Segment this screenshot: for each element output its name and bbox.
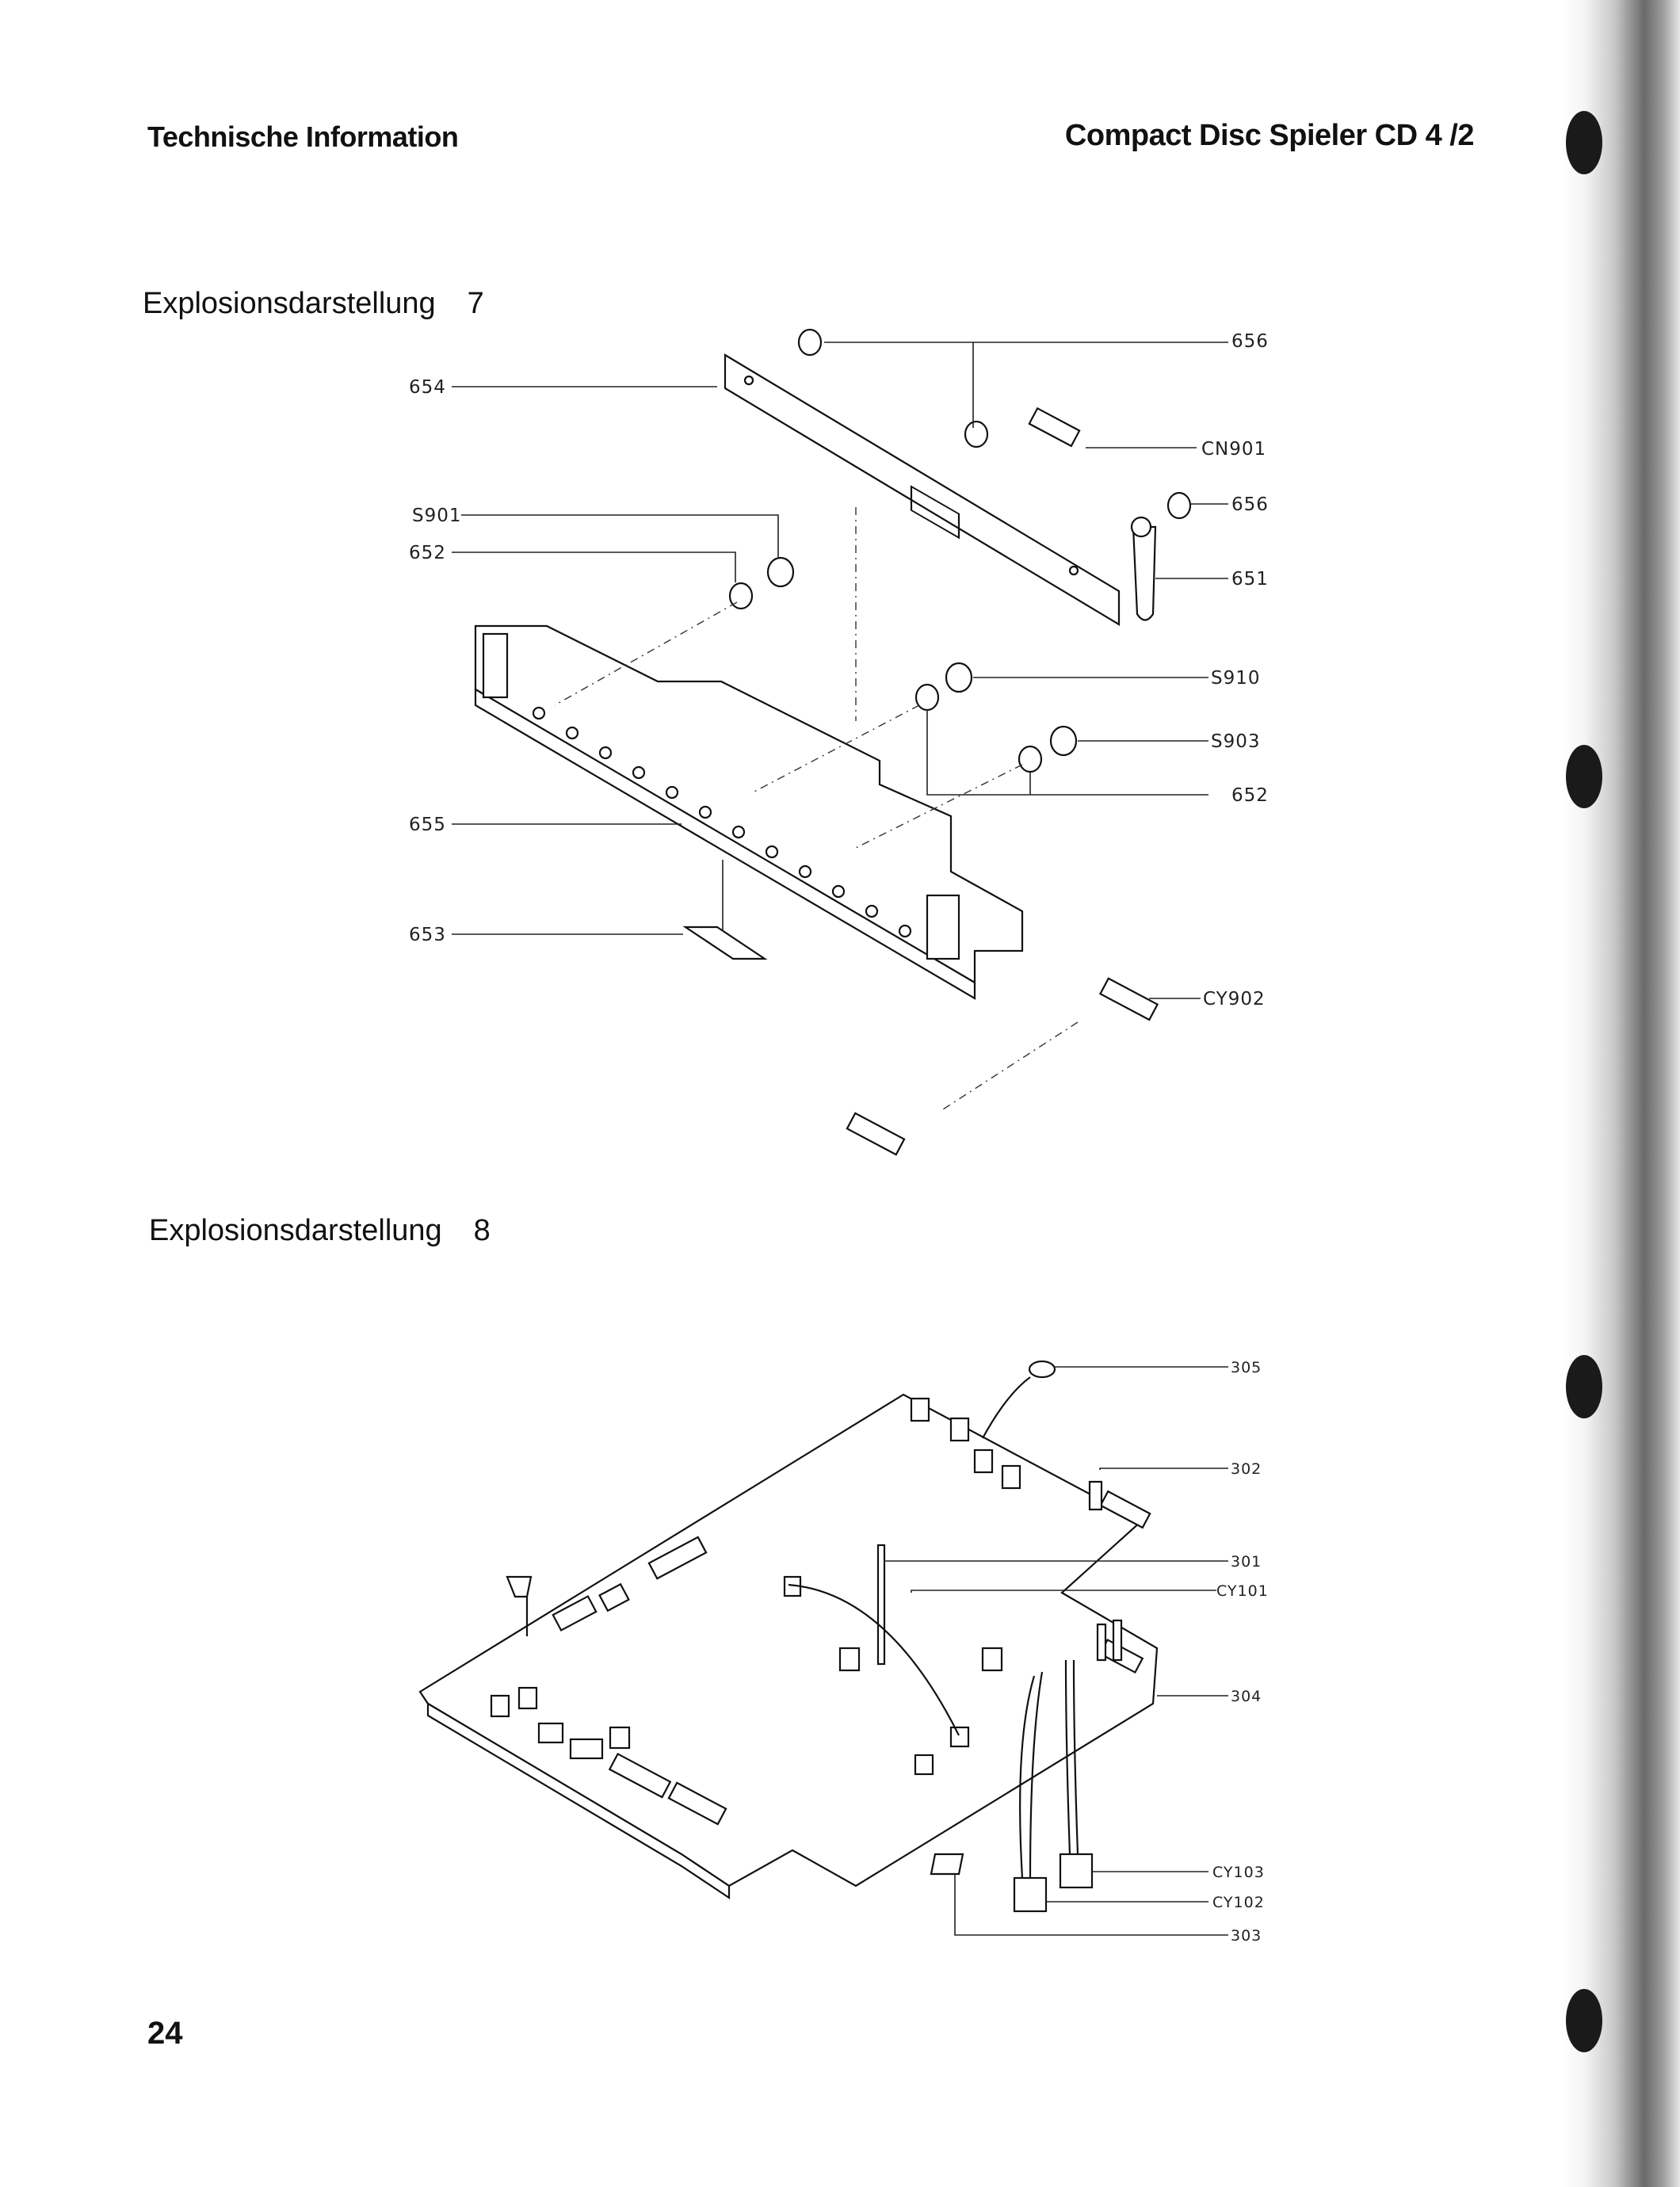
holder-start-block: [482, 632, 509, 699]
label-302: 302: [1231, 1460, 1262, 1478]
bracket-ring: [1130, 516, 1152, 538]
section-8-title: Explosionsdarstellung 8: [149, 1214, 491, 1248]
clip-left: [506, 1575, 533, 1598]
plate-window: [910, 485, 960, 540]
assembly-line: [855, 764, 1023, 849]
connector-cy102: [1013, 1876, 1048, 1913]
pcb-edge: [426, 1702, 731, 1900]
ground-lug-305: [1028, 1360, 1056, 1379]
label-656-top: 656: [1231, 331, 1269, 352]
holder-end-block: [926, 894, 960, 960]
connector-cy103: [1059, 1853, 1094, 1889]
connector-cy902: [1098, 977, 1159, 1021]
button-652-s901: [728, 556, 795, 610]
plate-hole: [743, 375, 754, 386]
label-cy902: CY902: [1203, 989, 1266, 1010]
label-cy102: CY102: [1212, 1894, 1265, 1911]
cable-cy103-b: [1072, 1659, 1079, 1855]
label-654: 654: [409, 377, 446, 398]
section-7-number: 7: [467, 287, 484, 320]
exploded-view-7-diagram: 656 654 CN901 656 S901 652 651 S910 S903…: [409, 328, 1269, 1156]
section-8-number: 8: [473, 1214, 491, 1247]
connector-cy902-end: [846, 1112, 906, 1156]
bracket-302: [1088, 1480, 1103, 1511]
connector-cn901: [1028, 406, 1081, 448]
cable-cy101: [788, 1583, 960, 1736]
label-cn901: CN901: [1201, 439, 1266, 460]
pin-301: [876, 1544, 886, 1666]
label-656-side: 656: [1231, 494, 1269, 515]
clip-303: [930, 1853, 964, 1876]
holder-holes: [532, 706, 912, 938]
binder-hole: [1566, 745, 1602, 808]
label-cy101: CY101: [1216, 1582, 1269, 1600]
leader-lines-7: [452, 342, 1228, 999]
section-7-title: Explosionsdarstellung 7: [143, 287, 484, 321]
terminals-304: [1096, 1619, 1123, 1662]
button-s903: [1018, 725, 1078, 773]
binder-hole: [1566, 1989, 1602, 2052]
plate-hole: [1068, 565, 1079, 576]
label-652-left: 652: [409, 543, 446, 563]
label-303: 303: [1231, 1927, 1262, 1945]
foil-653: [682, 926, 768, 960]
assembly-line: [752, 704, 920, 793]
holder-lower-edge: [474, 688, 976, 1000]
bracket-651: [1132, 525, 1157, 621]
label-s901: S901: [412, 506, 462, 526]
binding-edge-shadow: [1561, 0, 1680, 2187]
binder-hole: [1566, 111, 1602, 174]
exploded-view-8-diagram: 305 302 301 CY101 304 CY103 CY102 303: [418, 1359, 1269, 1945]
binder-hole: [1566, 1355, 1602, 1418]
screw-656: [797, 328, 1192, 520]
label-653: 653: [409, 925, 446, 945]
label-305: 305: [1231, 1359, 1262, 1376]
label-651: 651: [1231, 569, 1269, 590]
label-655: 655: [409, 815, 446, 835]
cable-cy102-b: [1029, 1671, 1044, 1879]
label-304: 304: [1231, 1688, 1262, 1705]
cable-cy103: [1064, 1659, 1071, 1855]
front-plate-654: [724, 353, 1121, 626]
label-652-right: 652: [1231, 785, 1269, 806]
cable-path: [942, 1021, 1079, 1110]
assembly-line: [554, 601, 738, 706]
pcb-board: [418, 1393, 1159, 1887]
section-7-title-text: Explosionsdarstellung: [143, 287, 436, 320]
header-right-title: Compact Disc Spieler CD 4 /2: [1064, 119, 1475, 152]
cable-cy102: [1019, 1675, 1036, 1879]
ground-wire: [982, 1376, 1031, 1439]
leader-lines-8: [884, 1366, 1228, 1936]
label-cy103: CY103: [1212, 1864, 1265, 1881]
label-301: 301: [1231, 1553, 1262, 1571]
page-number: 24: [147, 2016, 183, 2051]
header-left-title: Technische Information: [147, 120, 459, 153]
label-s903: S903: [1211, 731, 1261, 752]
label-s910: S910: [1211, 668, 1261, 689]
section-8-title-text: Explosionsdarstellung: [149, 1214, 442, 1247]
